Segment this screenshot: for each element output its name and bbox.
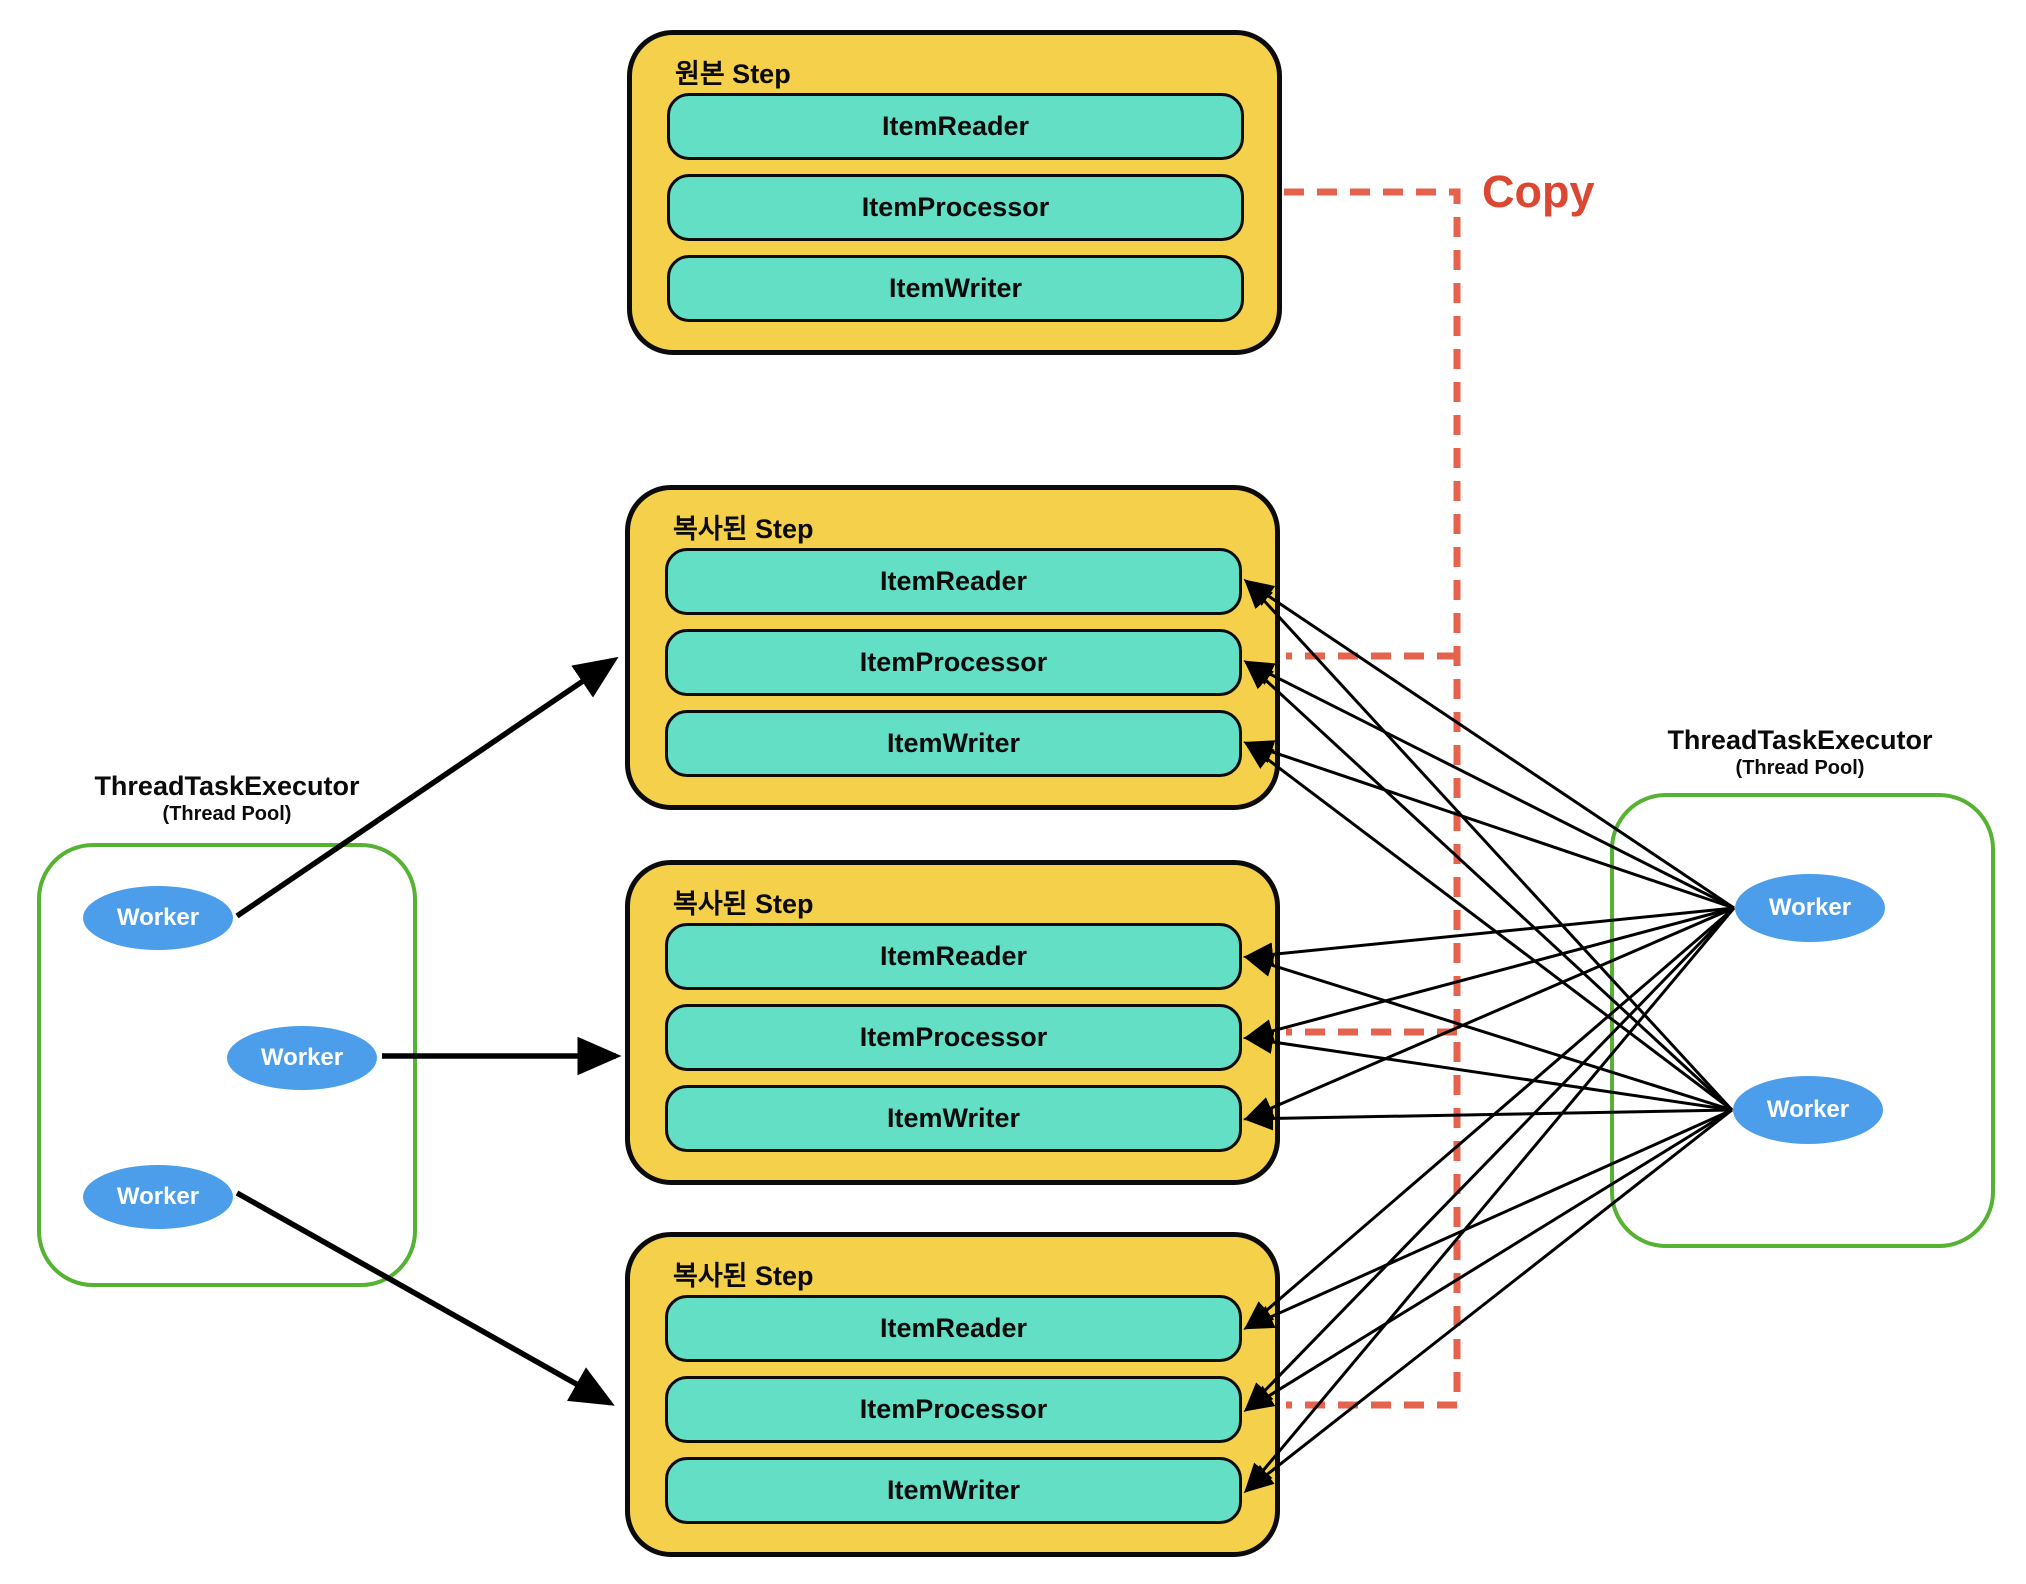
copied3-itemreader-box: ItemReader <box>665 1295 1242 1362</box>
copied2-itemreader-box: ItemReader <box>665 923 1242 990</box>
copy-label: Copy <box>1482 166 1595 217</box>
copied-step-3-box: 복사된 Step ItemReader ItemProcessor ItemWr… <box>625 1232 1280 1557</box>
copy-dashed-main <box>1284 188 1461 1409</box>
copied-step-3-title: 복사된 Step <box>673 1260 814 1291</box>
copied2-itemprocessor-box: ItemProcessor <box>665 1004 1242 1071</box>
copied3-itemprocessor-box: ItemProcessor <box>665 1376 1242 1443</box>
left-worker-2: Worker <box>227 1026 377 1090</box>
right-executor-subtitle: (Thread Pool) <box>1735 757 1865 780</box>
left-executor-title: ThreadTaskExecutor <box>94 771 360 801</box>
original-itemwriter-box: ItemWriter <box>667 255 1244 322</box>
copied1-itemreader-box: ItemReader <box>665 548 1242 615</box>
original-itemprocessor-box: ItemProcessor <box>667 174 1244 241</box>
copied-step-2-title: 복사된 Step <box>673 888 814 919</box>
right-thread-pool-box <box>1610 793 1995 1248</box>
copied3-itemwriter-box: ItemWriter <box>665 1457 1242 1524</box>
original-itemreader-box: ItemReader <box>667 93 1244 160</box>
right-worker-1: Worker <box>1735 874 1885 942</box>
copied-step-1-box: 복사된 Step ItemReader ItemProcessor ItemWr… <box>625 485 1280 810</box>
original-step-title: 원본 Step <box>675 58 791 89</box>
copied1-itemprocessor-box: ItemProcessor <box>665 629 1242 696</box>
original-step-box: 원본 Step ItemReader ItemProcessor ItemWri… <box>627 30 1282 355</box>
copied1-itemwriter-box: ItemWriter <box>665 710 1242 777</box>
copied-step-1-title: 복사된 Step <box>673 513 814 544</box>
left-executor-subtitle: (Thread Pool) <box>162 803 292 826</box>
left-worker-1: Worker <box>83 886 233 950</box>
copied-step-2-box: 복사된 Step ItemReader ItemProcessor ItemWr… <box>625 860 1280 1185</box>
right-executor-heading: ThreadTaskExecutor (Thread Pool) <box>1625 724 1975 780</box>
left-worker-3: Worker <box>83 1165 233 1229</box>
copy-dashed-path <box>1284 188 1461 1409</box>
left-thread-pool-box <box>37 843 417 1287</box>
right-executor-title: ThreadTaskExecutor <box>1667 725 1933 755</box>
right-worker-2: Worker <box>1733 1076 1883 1144</box>
copied2-itemwriter-box: ItemWriter <box>665 1085 1242 1152</box>
left-executor-heading: ThreadTaskExecutor (Thread Pool) <box>52 770 402 826</box>
